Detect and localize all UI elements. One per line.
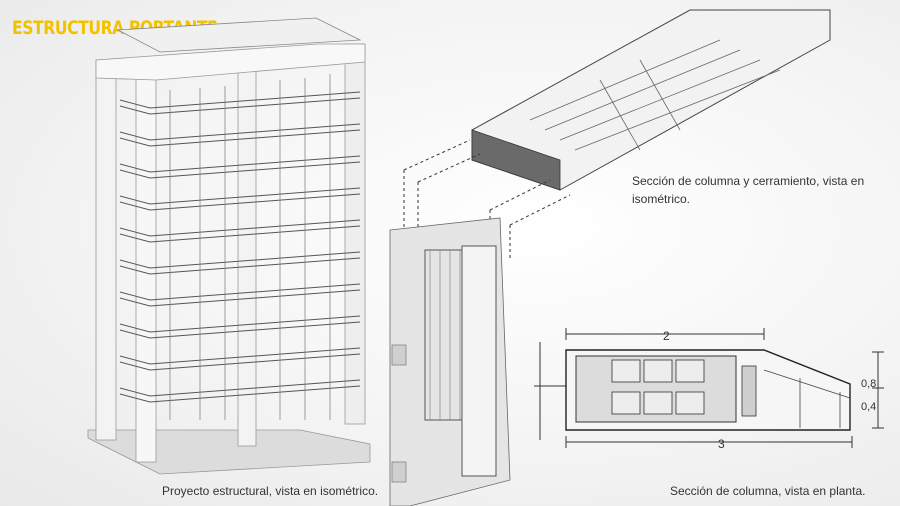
- floor-grid: [119, 91, 361, 403]
- dimension-right-upper: 0,8: [861, 378, 877, 390]
- dimension-right-lower: 0,4: [861, 401, 877, 413]
- caption-isometric-line1: Sección de columna y cerramiento, vista …: [632, 174, 865, 188]
- caption-building: Proyecto estructural, vista en isométric…: [162, 484, 379, 498]
- dimension-top: 2: [663, 329, 670, 343]
- dimension-bottom: 3: [718, 437, 725, 451]
- caption-plan: Sección de columna, vista en planta.: [670, 484, 866, 498]
- caption-isometric-line2: isométrico.: [632, 192, 691, 206]
